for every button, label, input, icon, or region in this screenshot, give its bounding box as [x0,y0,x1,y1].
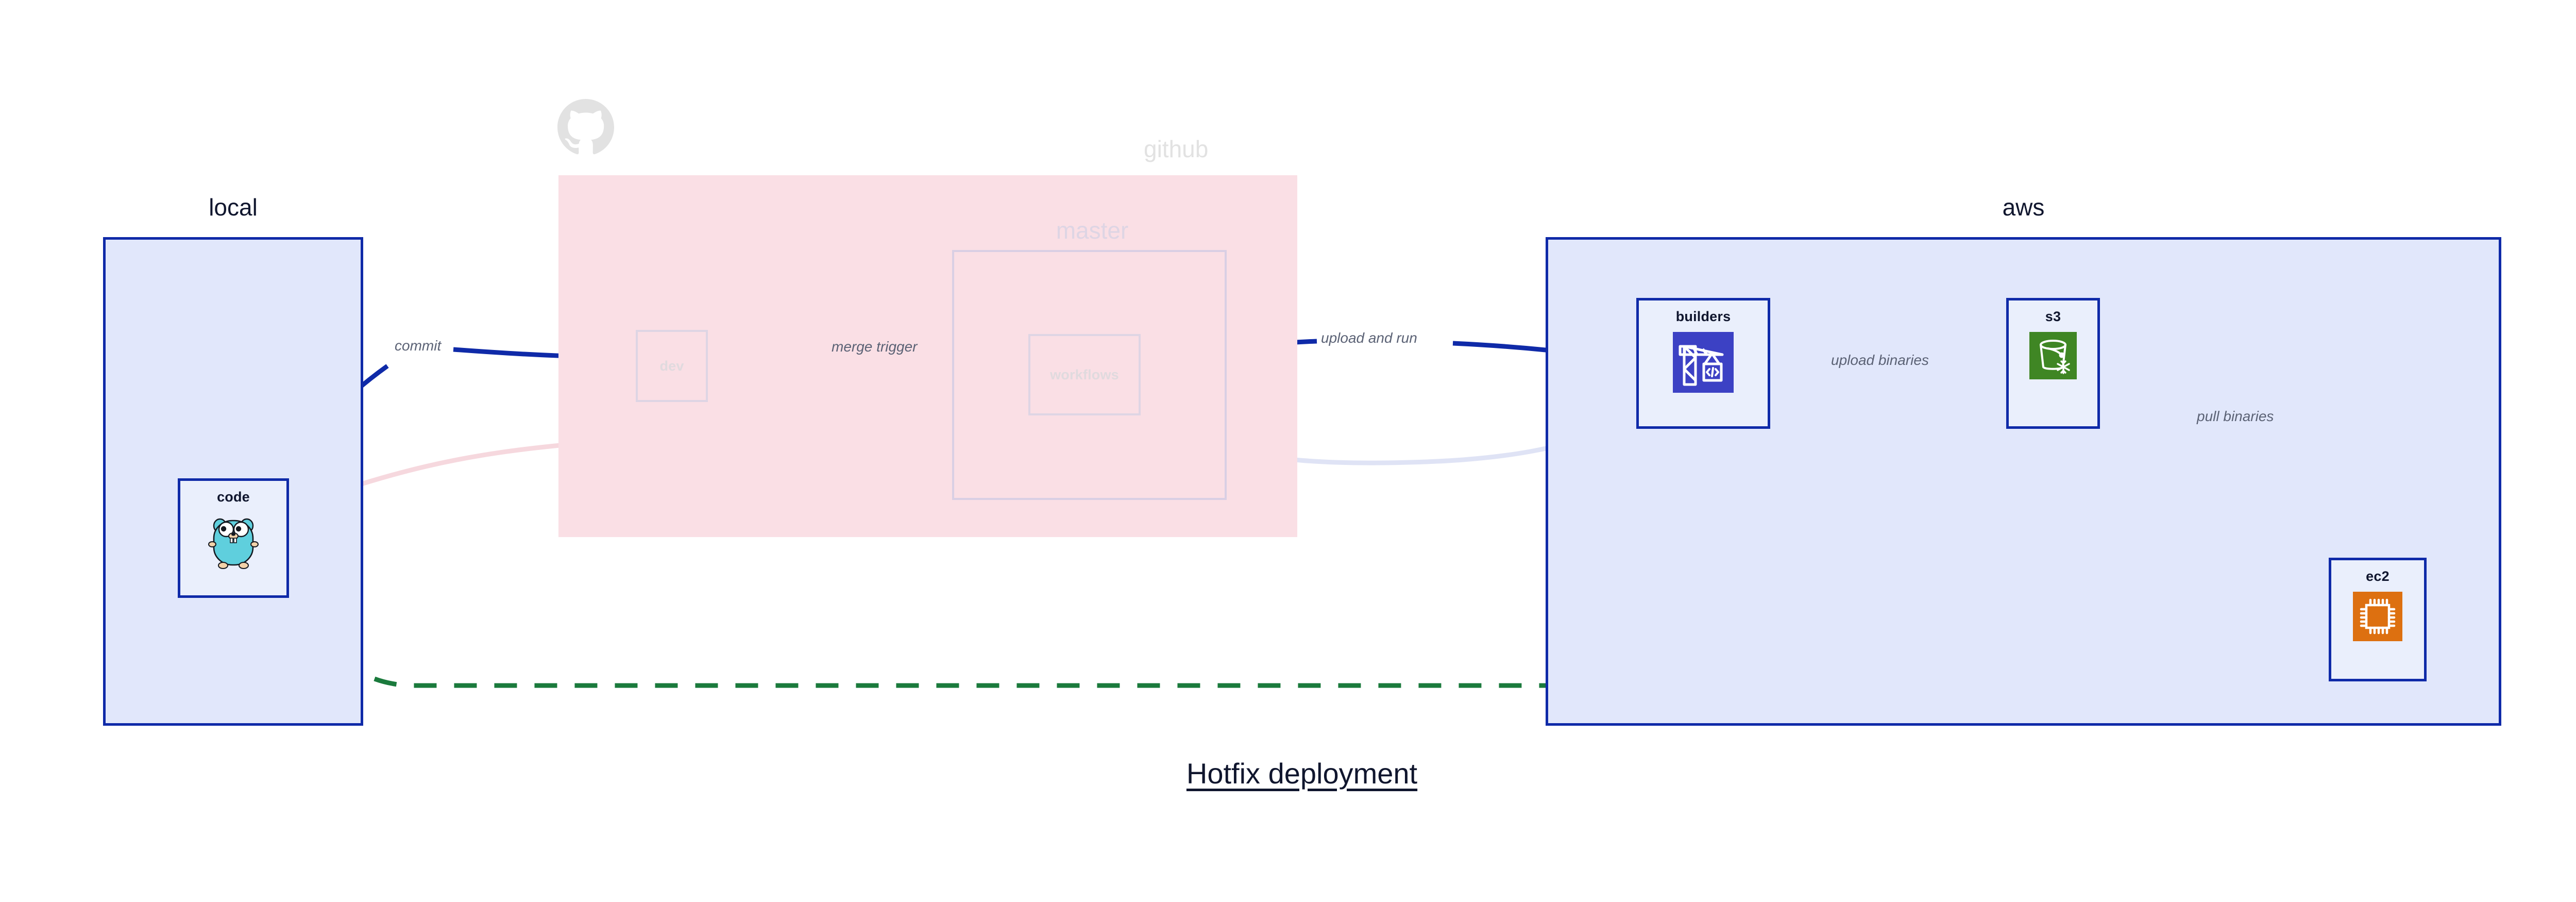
group-master [952,250,1227,500]
node-dev[interactable]: dev [636,330,708,402]
edge-label-upload-and-run: upload and run [1318,330,1420,346]
aws-s3-glacier-icon [2029,332,2077,382]
edge-label-merge-trigger: merge trigger [828,339,921,355]
node-builders-label: builders [1675,309,1731,324]
aws-codebuild-icon [1673,332,1734,395]
node-ec2-label: ec2 [2366,569,2389,584]
aws-ec2-icon [2353,592,2402,644]
node-s3[interactable]: s3 [2006,298,2100,429]
github-octocat-icon [557,99,614,156]
node-ec2[interactable]: ec2 [2329,558,2427,681]
group-label-master: master [1056,217,1129,244]
node-builders[interactable]: builders [1636,298,1770,429]
node-dev-label: dev [659,358,684,374]
node-workflows-label: workflows [1050,366,1119,382]
group-label-aws: aws [2002,194,2045,221]
group-label-local: local [209,194,258,221]
group-github [558,175,1297,537]
go-gopher-icon [207,512,260,573]
group-label-github: github [1144,136,1209,162]
node-s3-label: s3 [2045,309,2061,324]
edge-label-upload-binaries: upload binaries [1828,352,1932,369]
node-code[interactable]: code [178,478,289,598]
edge-label-commit: commit [392,338,445,354]
node-code-label: code [217,489,250,505]
edge-label-pull-binaries: pull binaries [2197,408,2274,424]
node-workflows[interactable]: workflows [1028,334,1141,415]
diagram-title: Hotfix deployment [1186,757,1418,790]
